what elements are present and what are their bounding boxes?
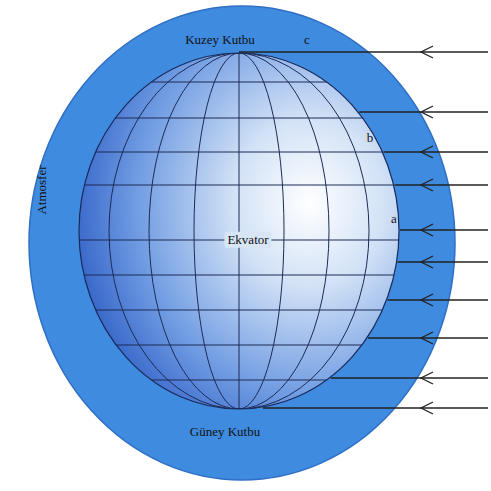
sun-ray [331,377,488,378]
atmosphere-label: Atmosfer [35,165,49,214]
ray-arrowhead [421,372,433,384]
sun-ray [400,229,488,230]
sun-ray [359,111,488,112]
atmosphere-ellipse [29,6,455,480]
ray-arrowhead [421,46,433,58]
sun-ray [239,51,488,52]
ray-arrowhead [421,179,433,191]
sun-ray [398,261,488,262]
globe-surface [79,53,399,409]
sun-ray [263,407,488,408]
point-letter: b [367,131,374,145]
sun-ray [388,299,488,300]
ray-arrowhead [421,294,433,306]
equator-label: Ekvator [224,232,271,248]
sun-ray [383,151,488,152]
sun-ray [395,184,488,185]
point-letter: a [391,212,397,226]
ray-arrowhead [421,402,433,414]
ray-arrowhead [421,332,433,344]
ray-arrowhead [421,256,433,268]
point-letter: c [304,33,310,47]
latitude-longitude-grid [78,52,400,410]
globe-outline [79,53,399,409]
pole-label: Güney Kutbu [190,425,260,439]
pole-label: Kuzey Kutbu [185,33,255,47]
ray-arrowhead [421,106,433,118]
earth-globe: Ekvator [78,52,400,410]
sun-ray [368,337,488,338]
ray-arrowhead [421,146,433,158]
atmosphere-shell: Ekvator Kuzey KutbuAtmosferGüney Kutbu [28,5,456,481]
ray-arrowhead [421,224,433,236]
